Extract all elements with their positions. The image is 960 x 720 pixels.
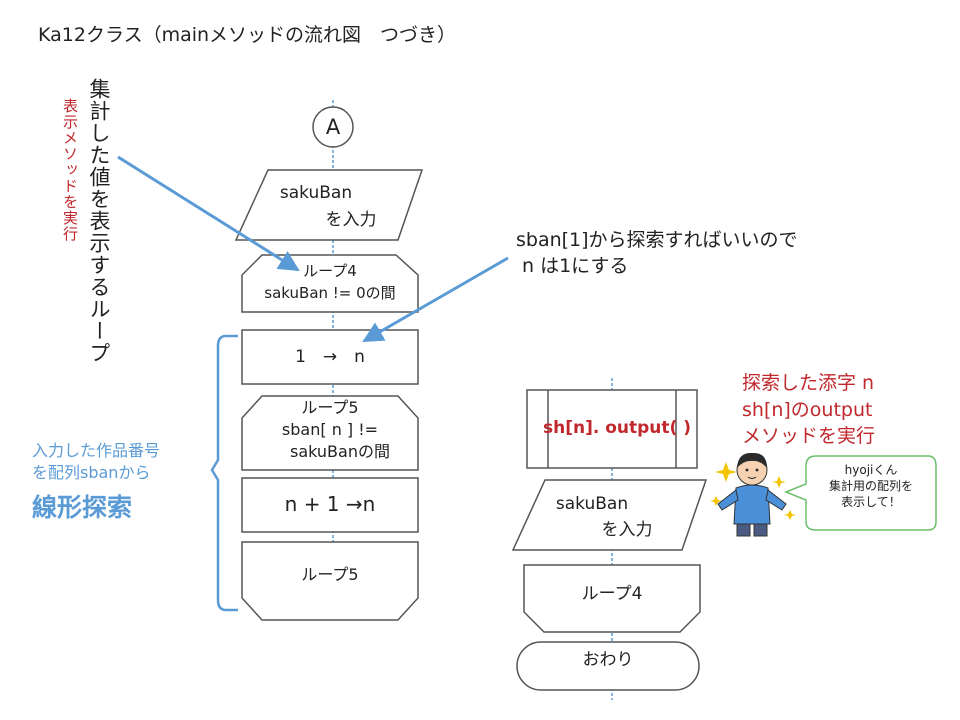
loop-bracket	[210, 334, 238, 612]
sparkle-icon	[710, 496, 722, 506]
sparkle-icon	[772, 476, 786, 488]
connector-a-shape	[312, 106, 354, 148]
loop4-start-line2: sakuBan != 0の間	[264, 284, 396, 302]
output-call-shape	[526, 389, 698, 469]
loop5-start-shape	[241, 395, 419, 471]
sparkle-icon	[784, 510, 796, 520]
arrow-to-loop4	[117, 155, 300, 272]
loop4-end-shape	[523, 564, 701, 633]
increment-n-shape	[241, 477, 419, 533]
linear-search-line1: 入力した作品番号	[32, 441, 161, 460]
assign-n-shape	[241, 329, 419, 385]
loop4-start-line1: ループ4	[303, 262, 357, 280]
index-note-line1: 探索した添字 n	[742, 372, 875, 394]
input-sakuban-2-line1: sakuBan	[555, 494, 629, 514]
index-note-line3: メソッドを実行	[742, 425, 876, 448]
loop5-start-line2: sban[ n ] !=	[281, 420, 379, 439]
aggregate-loop-note: 集計した値を表示するループ	[87, 78, 111, 364]
speech-bubble-line1: hyojiくん	[844, 463, 898, 477]
input-sakuban-2-shape	[511, 479, 708, 551]
speech-bubble-line2: 集計用の配列を	[828, 479, 913, 494]
loop5-start-line1: ループ5	[301, 398, 359, 417]
search-hint-note: sban[1]から探索すればいいので n は1にする	[516, 228, 798, 279]
display-method-note: 表示メソッドを実行	[61, 98, 79, 242]
assign-n-label: 1 → n	[295, 347, 365, 367]
search-hint-line2: n は1にする	[522, 254, 629, 277]
page-title: Ka12クラス（mainメソッドの流れ図 つづき）	[38, 24, 457, 46]
increment-n-label: n + 1 →n	[284, 492, 376, 516]
loop5-end-shape	[241, 541, 419, 621]
input-sakuban-shape	[234, 169, 424, 241]
end-terminal-label: おわり	[582, 650, 634, 670]
sparkle-icon	[715, 462, 737, 482]
index-note: 探索した添字 n sh[n]のoutput メソッドを実行	[742, 370, 875, 450]
end-terminal-shape	[516, 641, 700, 691]
speech-bubble	[783, 455, 937, 531]
input-sakuban-line2: を入力	[325, 210, 377, 230]
linear-search-heading: 線形探索	[32, 493, 133, 522]
speech-bubble-text: hyojiくん 集計用の配列を 表示して！	[806, 462, 936, 511]
connector-a-label: A	[325, 115, 341, 139]
output-call-label: sh[n]. output( )	[542, 418, 691, 438]
index-note-line2: sh[n]のoutput	[742, 398, 873, 421]
input-sakuban-line1: sakuBan	[279, 183, 353, 203]
character-illustration	[710, 452, 796, 537]
loop5-end-label: ループ5	[301, 565, 359, 584]
loop4-end-label: ループ4	[581, 584, 643, 604]
linear-search-note: 入力した作品番号 を配列sbanから	[32, 440, 160, 485]
input-sakuban-2-line2: を入力	[601, 520, 653, 540]
linear-search-line2: を配列sbanから	[32, 463, 151, 483]
search-hint-line1: sban[1]から探索すればいいので	[516, 229, 798, 251]
arrow-to-assign	[362, 256, 509, 343]
speech-bubble-line3: 表示して！	[841, 495, 901, 510]
loop5-start-line3: sakuBanの間	[290, 442, 390, 461]
